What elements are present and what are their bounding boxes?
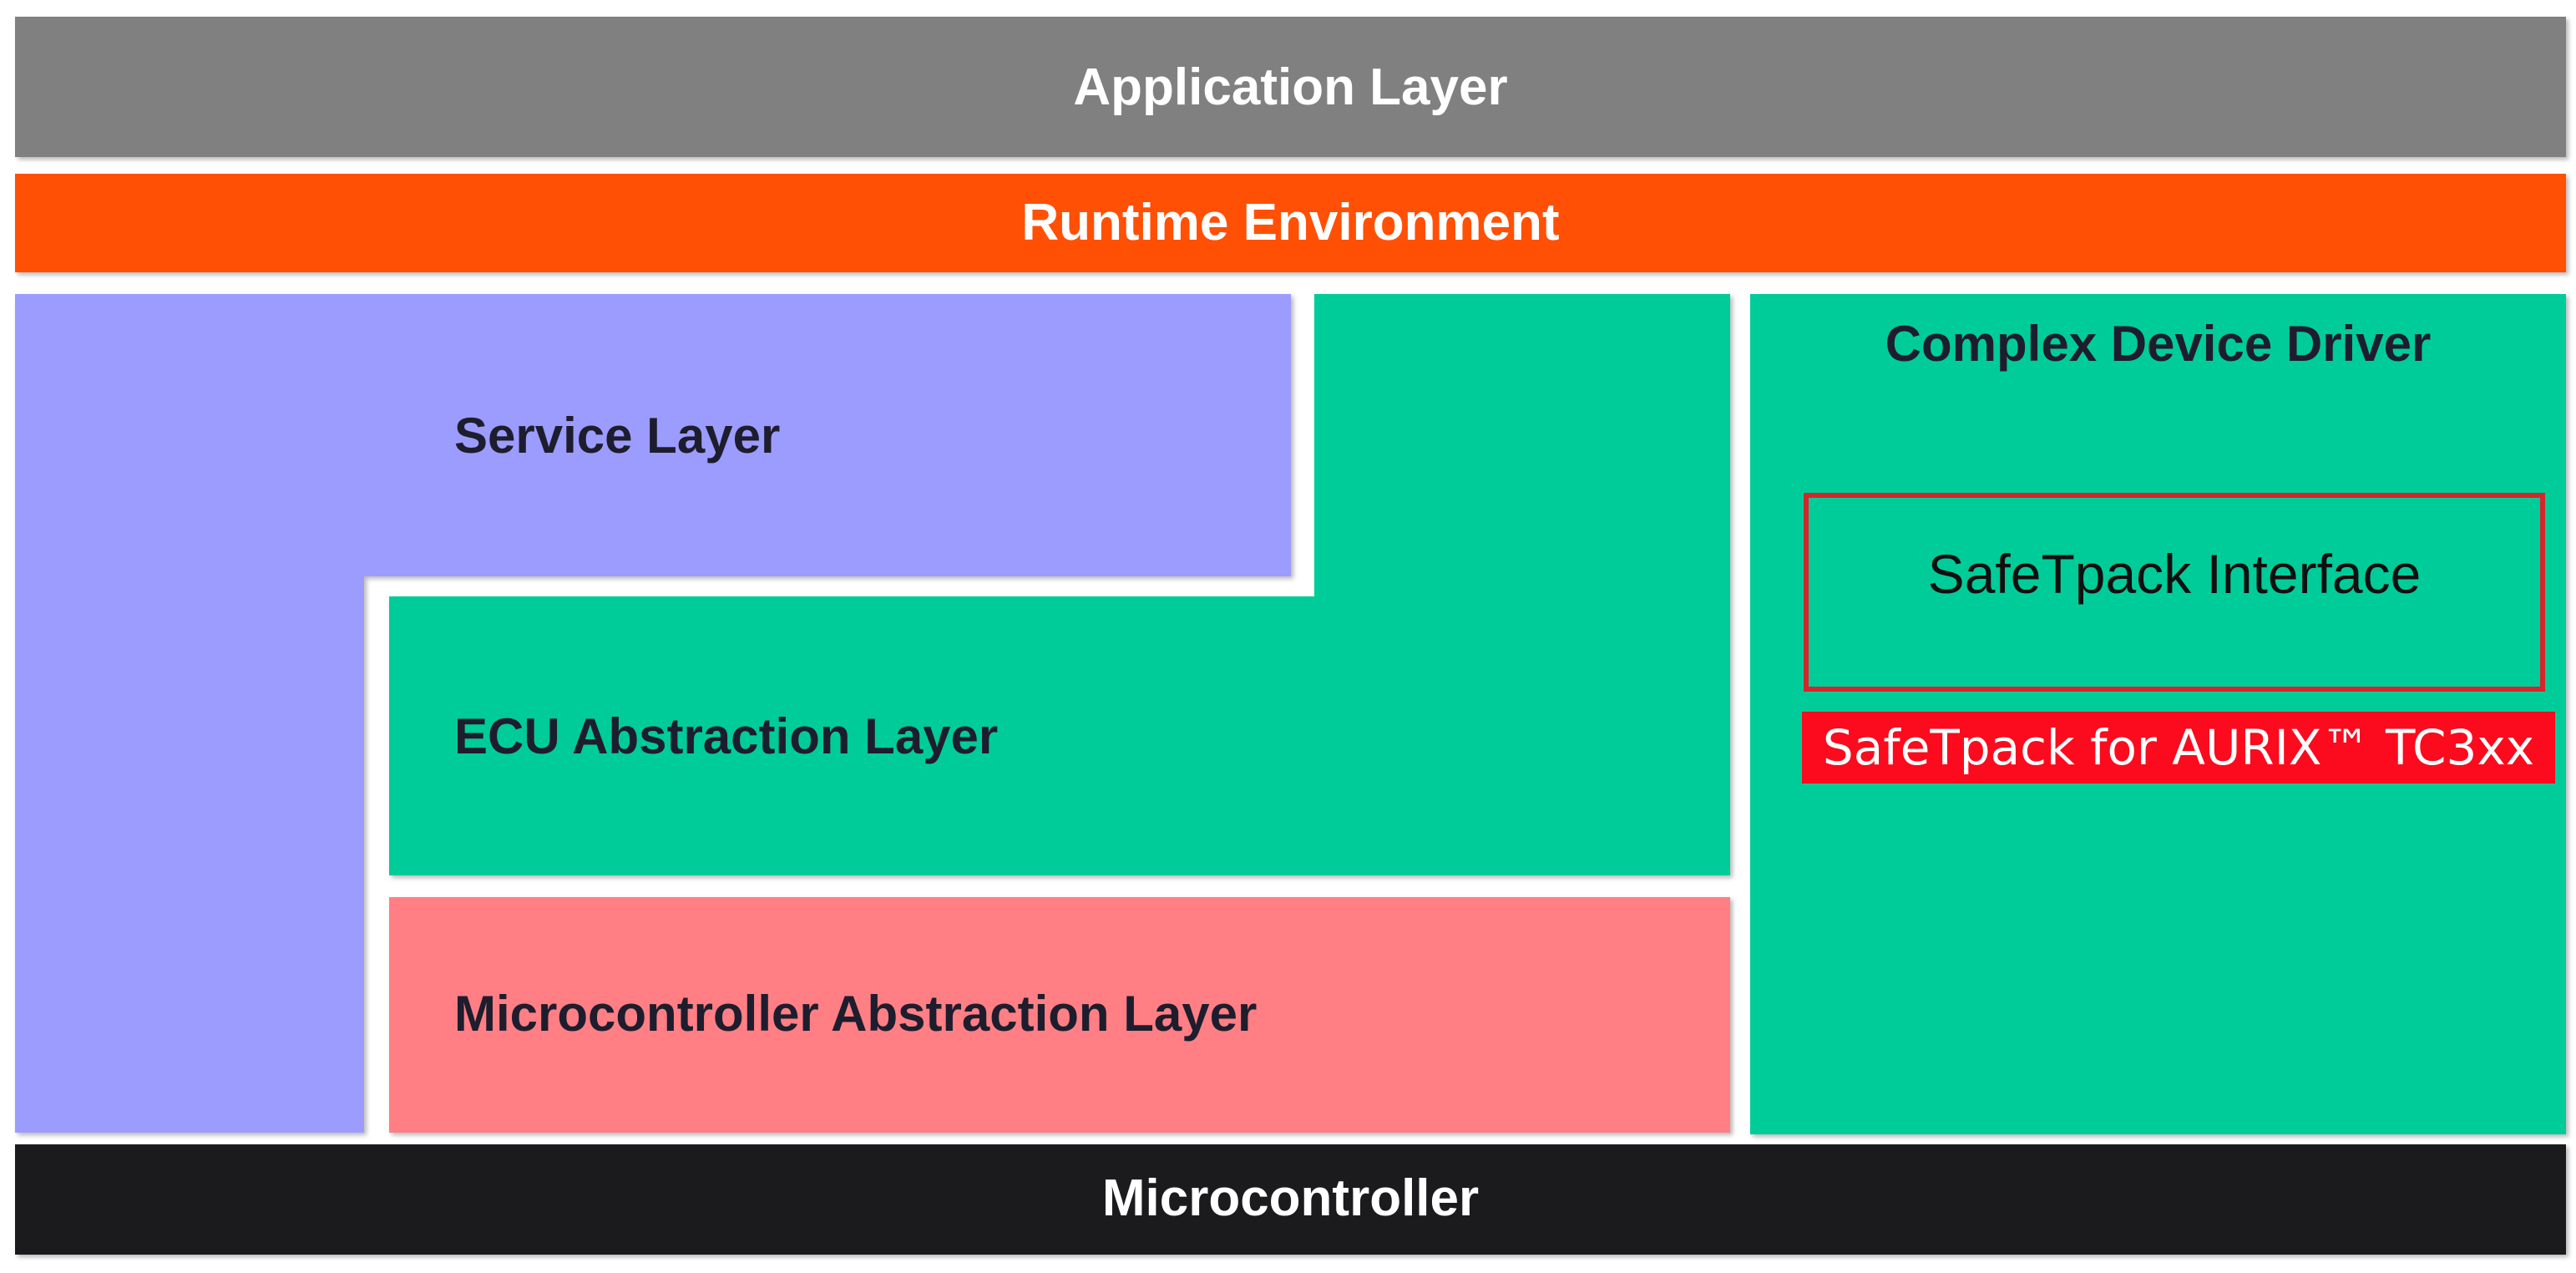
application-layer-label: Application Layer [1073, 58, 1508, 116]
microcontroller-label: Microcontroller [1101, 1169, 1480, 1227]
microcontroller-layer: Microcontroller [15, 1144, 2566, 1255]
complex-device-driver-label: Complex Device Driver [1885, 316, 2432, 372]
application-layer: Application Layer [15, 17, 2566, 157]
microcontroller-abstraction-layer-label: Microcontroller Abstraction Layer [454, 986, 1258, 1042]
runtime-environment-layer: Runtime Environment [15, 174, 2566, 272]
runtime-environment-label: Runtime Environment [1021, 194, 1560, 251]
safetpack-badge: SafeTpack for AURIX™ TC3xx [1802, 712, 2555, 784]
microcontroller-abstraction-layer [389, 897, 1730, 1133]
ecu-abstraction-layer [389, 294, 1730, 875]
safetpack-interface-label: SafeTpack Interface [1927, 543, 2422, 605]
safetpack-interface-box: SafeTpack Interface [1804, 493, 2545, 692]
ecu-abstraction-layer-label: ECU Abstraction Layer [454, 708, 999, 764]
service-layer-label: Service Layer [454, 408, 781, 464]
